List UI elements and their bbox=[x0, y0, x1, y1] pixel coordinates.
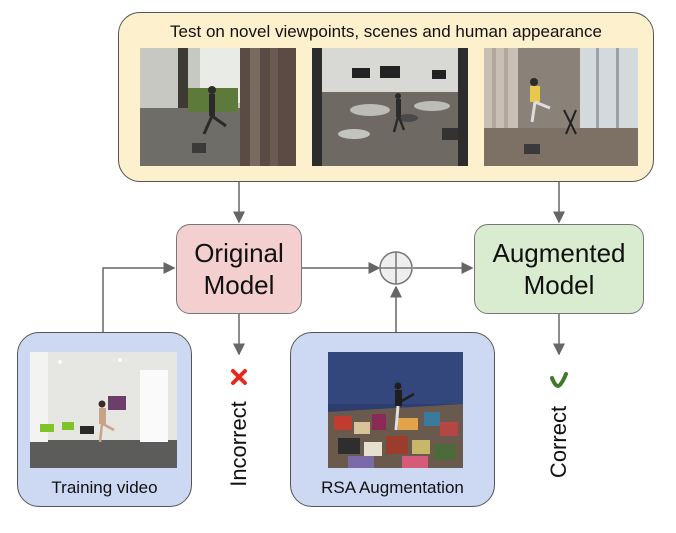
test-image-room bbox=[312, 48, 468, 166]
check-icon bbox=[550, 372, 568, 389]
test-image-outdoor bbox=[140, 48, 296, 166]
rsa-augmentation-caption: RSA Augmentation bbox=[321, 478, 464, 497]
incorrect-label: Incorrect bbox=[226, 401, 251, 487]
correct-label: Correct bbox=[546, 405, 571, 479]
augmented-model-line2: Model bbox=[523, 270, 595, 300]
cross-icon bbox=[231, 369, 247, 385]
rsa-augmentation-image bbox=[328, 352, 463, 468]
arrow-training-to-original bbox=[102, 262, 176, 332]
original-model-line2: Model bbox=[203, 270, 275, 300]
training-video-caption: Training video bbox=[51, 478, 158, 497]
original-model-box: Original Model bbox=[176, 224, 302, 314]
test-panel-title: Test on novel viewpoints, scenes and hum… bbox=[170, 22, 602, 41]
test-image-lobby bbox=[484, 48, 638, 166]
augmented-model-box: Augmented Model bbox=[474, 224, 644, 314]
training-video-image bbox=[30, 352, 177, 468]
augmented-model-line1: Augmented bbox=[492, 237, 626, 268]
plus-circle-icon bbox=[379, 251, 413, 285]
original-model-line1: Original bbox=[194, 237, 284, 268]
